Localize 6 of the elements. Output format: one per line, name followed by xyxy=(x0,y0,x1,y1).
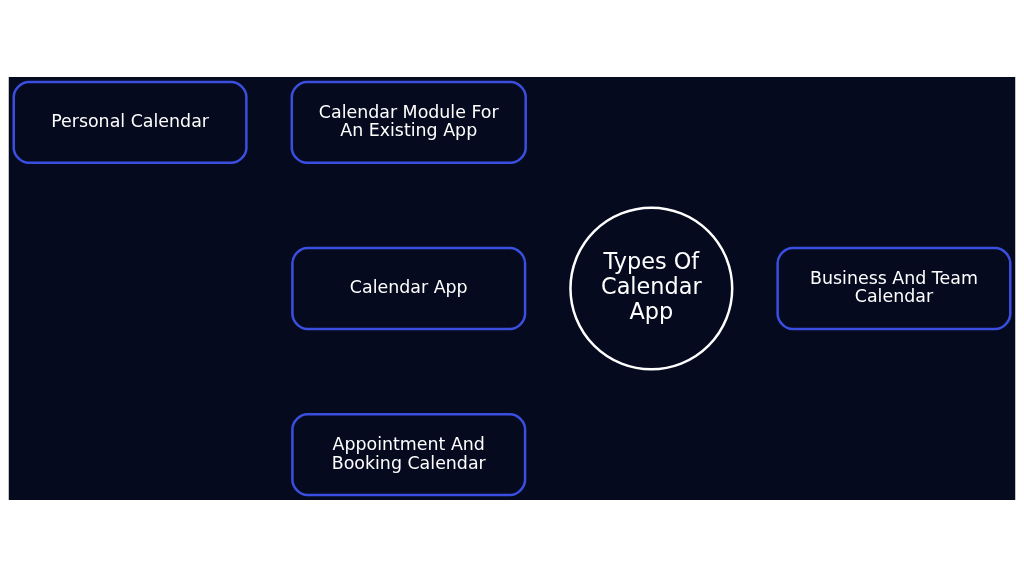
node-circle: Types Of Calendar App xyxy=(569,205,734,371)
node-box: Personal Calendar xyxy=(12,80,248,164)
node-box: Business And Team Calendar xyxy=(776,246,1012,330)
node-box: Calendar Module For An Existing App xyxy=(290,80,527,164)
node-box: Calendar App xyxy=(291,246,527,330)
node-box: Appointment And Booking Calendar xyxy=(291,412,527,496)
